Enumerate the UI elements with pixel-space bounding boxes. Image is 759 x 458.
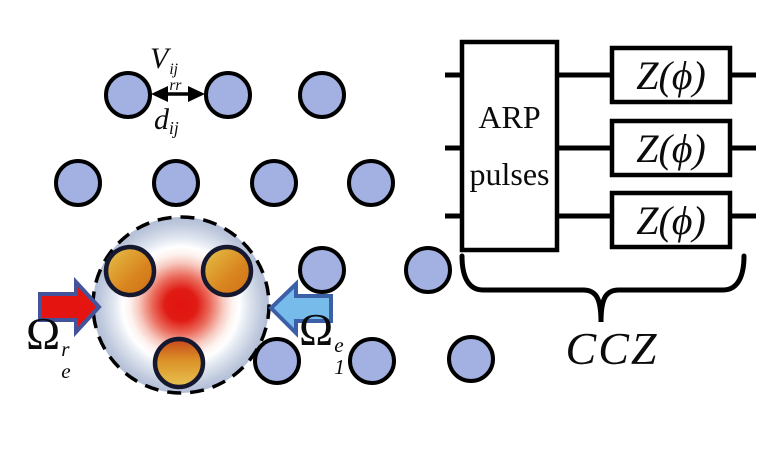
- blue-atom: [253, 337, 301, 385]
- superscript: r: [61, 337, 70, 362]
- subscript: ij: [169, 118, 179, 139]
- blue-atom: [54, 159, 102, 207]
- z-gate-label-1: Z(ϕ): [636, 52, 706, 98]
- circuit-diagram: [445, 39, 756, 253]
- distance-label: dij: [154, 103, 179, 139]
- superscript: e: [334, 333, 344, 358]
- subscript: e: [61, 358, 71, 383]
- blue-atom: [298, 246, 346, 294]
- blue-atom: [152, 159, 200, 207]
- ccz-label: CCZ: [565, 323, 659, 374]
- z-gate-label-3: Z(ϕ): [636, 197, 706, 243]
- subscript: 1: [334, 354, 345, 379]
- subscript: rr: [169, 77, 182, 95]
- arp-box-line1: ARP: [478, 99, 541, 135]
- z-gate-box-3: [609, 190, 733, 250]
- cluster-atom: [103, 244, 157, 298]
- cluster-atom: [152, 336, 206, 390]
- z-gate-label-2: Z(ϕ): [636, 125, 706, 171]
- blue-atom: [298, 71, 346, 119]
- red-drive-arrow-icon: [38, 276, 102, 338]
- interaction-arrow-icon: [151, 86, 205, 102]
- blue-atom: [204, 71, 252, 119]
- blue-atom: [347, 159, 395, 207]
- ccz-brace-icon: [459, 253, 747, 323]
- arp-box-label: ARP pulses: [462, 42, 557, 250]
- cluster-atom-layer: [103, 244, 254, 390]
- blue-atom: [104, 71, 152, 119]
- blue-atom-layer: [54, 71, 495, 385]
- blue-drive-arrow-icon: [268, 279, 333, 338]
- arp-box: [459, 39, 560, 253]
- blue-atom: [250, 159, 298, 207]
- blue-atom: [404, 246, 452, 294]
- blue-atom: [348, 337, 396, 385]
- cluster-atom: [200, 244, 254, 298]
- superscript: ij: [169, 61, 178, 79]
- arp-box-line2: pulses: [469, 156, 550, 192]
- blue-atom: [447, 335, 495, 383]
